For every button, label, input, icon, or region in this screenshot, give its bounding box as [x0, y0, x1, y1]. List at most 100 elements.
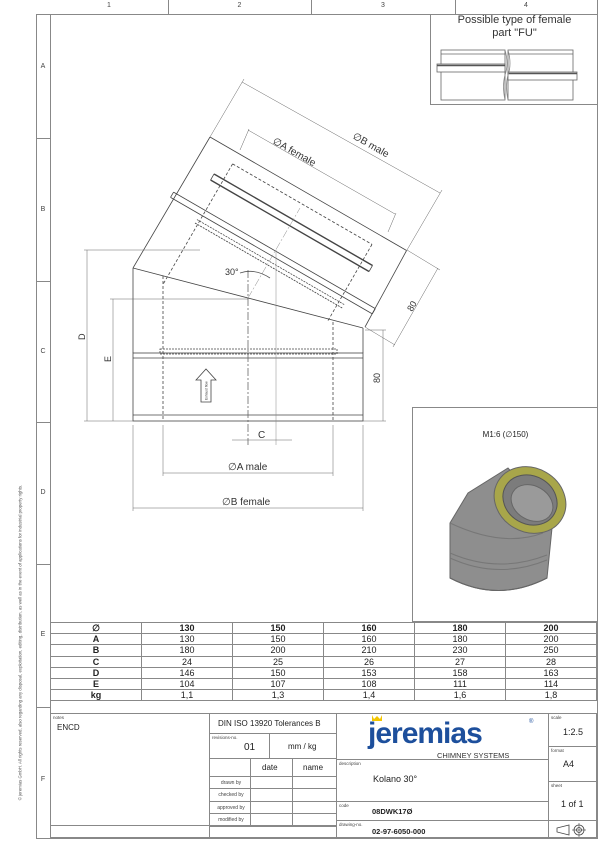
crown-icon: [372, 715, 382, 721]
approval-entry-cell: [292, 800, 337, 815]
preview-box: M1:6 (∅150): [412, 407, 597, 622]
name-label: name: [303, 763, 324, 772]
row-divider: [36, 138, 50, 139]
pipe-edge: [173, 191, 376, 310]
row-label: ∅: [50, 621, 142, 635]
logo-wordmark: jeremias: [367, 717, 482, 750]
approval-label: checked by: [218, 792, 244, 799]
female-type-sketch: [436, 49, 578, 101]
approval-label-cell: drawn by: [209, 776, 251, 790]
projection-cell: [548, 820, 597, 838]
description-value: Kolano 30°: [373, 774, 418, 784]
approval-entry-cell: [250, 776, 293, 790]
format-label: format: [551, 748, 564, 753]
format-value: A4: [563, 759, 575, 769]
table-cell: 158: [414, 666, 506, 679]
code-cell: code 08DWK17Ø: [336, 801, 549, 821]
table-cell: 104: [141, 677, 233, 691]
elbow-side-view: Exhaust flow: [77, 78, 443, 511]
description-cell: description Kolano 30°: [336, 759, 549, 802]
row-label: E: [40, 631, 46, 638]
female-type-box: Possible type of female part "FU": [430, 14, 597, 105]
row-label: kg: [50, 689, 142, 702]
dim-e: E: [103, 356, 113, 362]
row-label: A: [40, 63, 46, 70]
tolerances-cell: DIN ISO 13920 Tolerances B: [209, 713, 337, 734]
pipe-edge: [194, 222, 343, 309]
logo-cell: jeremias ® CHIMNEY SYSTEMS: [336, 713, 549, 760]
approval-label-cell: approved by: [209, 800, 251, 815]
table-cell: 24: [141, 655, 233, 668]
approval-entry-cell: [250, 800, 293, 815]
code-label: code: [339, 803, 349, 808]
column-label: 2: [237, 2, 242, 9]
table-cell: 150: [232, 621, 324, 635]
exhaust-flow-label: Exhaust flow: [205, 381, 209, 400]
table-cell: 200: [505, 633, 597, 646]
scale-cell: scale 1:2.5: [548, 713, 597, 747]
row-label: C: [50, 655, 142, 668]
sheet-value: 1 of 1: [561, 799, 584, 809]
format-cell: format A4: [548, 746, 597, 782]
frame-outer-left: [36, 14, 37, 838]
scale-value: 1:2.5: [563, 727, 584, 737]
dim-angle: 30°: [225, 267, 239, 277]
dim-80-diagonal: 80: [405, 299, 419, 313]
pipe-edge: [371, 308, 376, 315]
row-divider: [36, 422, 50, 423]
blank-cell: [50, 825, 210, 838]
column-label: 1: [107, 2, 111, 9]
row-label: B: [50, 644, 142, 657]
row-label: E: [50, 677, 142, 691]
approval-entry-cell: [292, 788, 337, 802]
frame-bottom: [36, 838, 598, 839]
table-cell: 1,1: [141, 689, 233, 702]
dim-a-female: ∅A female: [271, 136, 318, 169]
row-divider: [36, 281, 50, 282]
table-cell: 107: [232, 677, 324, 691]
table-cell: 250: [505, 644, 597, 657]
table-cell: 200: [232, 644, 324, 657]
dim-c: C: [258, 430, 265, 441]
pipe-edge: [170, 191, 174, 198]
table-cell: 26: [323, 655, 415, 668]
description-label: description: [339, 761, 361, 766]
blank-cell: [209, 825, 337, 838]
row-divider: [36, 564, 50, 565]
revisions-label: revisions-no.: [212, 735, 238, 740]
first-angle-projection-icon: [556, 823, 586, 837]
row-label: D: [50, 666, 142, 679]
dim-a-male: ∅A male: [228, 462, 268, 473]
revisions-cell: revisions-no. 01: [209, 733, 270, 759]
tolerances-value: DIN ISO 13920 Tolerances B: [218, 719, 321, 728]
row-label: C: [40, 348, 46, 355]
dim-b-female: ∅B female: [222, 497, 271, 508]
row-label: F: [40, 776, 46, 783]
units-cell: mm / kg: [269, 733, 337, 759]
approval-corner: [209, 758, 251, 777]
preview-label: M1:6 (∅150): [482, 430, 529, 439]
pipe-edge: [368, 265, 373, 272]
pipe-edge: [327, 244, 373, 321]
drawing-no-value: 02-97-6050-000: [372, 827, 426, 836]
scale-label: scale: [551, 715, 562, 720]
table-cell: 1,4: [323, 689, 415, 702]
table-cell: 25: [232, 655, 324, 668]
frame-right: [597, 0, 598, 838]
table-cell: 230: [414, 644, 506, 657]
approval-label-cell: checked by: [209, 788, 251, 802]
table-cell: 111: [414, 677, 506, 691]
lower-pipe: [132, 207, 364, 445]
table-cell: 27: [414, 655, 506, 668]
female-type-subtitle: part "FU": [492, 27, 537, 39]
units-value: mm / kg: [288, 742, 317, 751]
row-divider: [36, 707, 50, 708]
table-cell: 200: [505, 621, 597, 635]
pipe-edge: [232, 163, 373, 245]
